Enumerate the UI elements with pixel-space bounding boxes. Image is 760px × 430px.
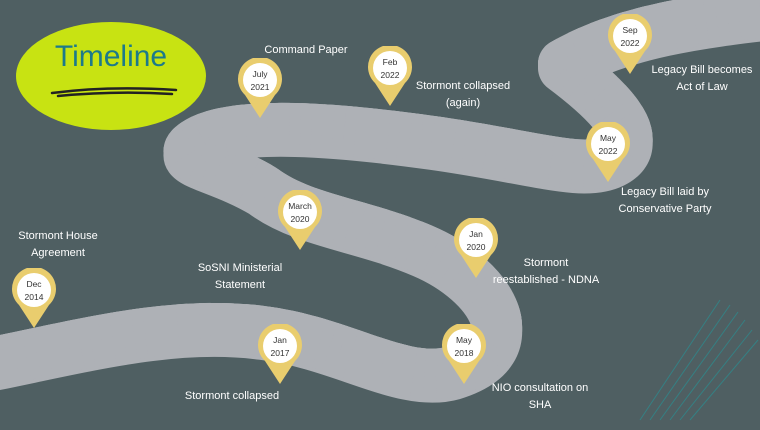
map-pin-icon [454, 218, 498, 278]
label-line: Legacy Bill laid by [620, 186, 710, 198]
milestone-pin-march-2020: March 2020 [276, 190, 324, 252]
milestone-pin-sep-2022: Sep 2022 [606, 14, 654, 76]
pin-month: July [252, 69, 268, 79]
pin-year: 2018 [454, 348, 474, 358]
label-line: (again) [445, 97, 481, 109]
pin-year: 2022 [598, 146, 618, 156]
milestone-pin-jan-2017: Jan 2017 [256, 324, 304, 386]
timeline-title-badge: Timeline [16, 22, 206, 130]
milestone-label-jan-2020: Stormont reestablished - NDNA [488, 255, 604, 289]
milestone-pin-jan-2020: Jan 2020 [452, 218, 500, 280]
milestone-label-may-2022: Legacy Bill laid by Conservative Party [610, 184, 720, 218]
map-pin-icon [368, 46, 412, 106]
label-line: Stormont collapsed [415, 80, 511, 92]
pin-month: Dec [26, 279, 42, 289]
decorative-lines [639, 299, 759, 421]
pin-month: Jan [273, 335, 287, 345]
pin-month: Sep [622, 25, 638, 35]
map-pin-icon [258, 324, 302, 384]
label-line: reestablished - NDNA [492, 274, 600, 286]
milestone-label-sep-2022: Legacy Bill becomes Act of Law [646, 62, 758, 96]
pin-month: Feb [382, 57, 398, 67]
map-pin-icon [12, 268, 56, 328]
label-line: Stormont House [18, 230, 98, 242]
pin-month: May [599, 133, 617, 143]
map-pin-icon [586, 122, 630, 182]
map-pin-icon [608, 14, 652, 74]
label-line: Command Paper [264, 44, 348, 56]
milestone-label-march-2020: SoSNI Ministerial Statement [186, 260, 294, 294]
label-line: SHA [528, 399, 552, 411]
map-pin-icon [278, 190, 322, 250]
milestone-label-july-2021: Command Paper [254, 42, 358, 59]
milestone-pin-feb-2022: Feb 2022 [366, 46, 414, 108]
pin-year: 2022 [620, 38, 640, 48]
underline-swoosh-icon [50, 87, 178, 98]
label-line: NIO consultation on [491, 382, 589, 394]
pin-year: 2022 [380, 70, 400, 80]
milestone-label-feb-2022: Stormont collapsed (again) [412, 78, 514, 112]
milestone-pin-july-2021: July 2021 [236, 58, 284, 120]
pin-year: 2014 [24, 292, 44, 302]
label-line: Stormont collapsed [184, 390, 280, 402]
page-title: Timeline [54, 40, 168, 73]
label-line: SoSNI Ministerial [197, 262, 283, 274]
map-pin-icon [442, 324, 486, 384]
milestone-label-may-2018: NIO consultation on SHA [482, 380, 598, 414]
label-line: Stormont [523, 257, 569, 269]
pin-year: 2017 [270, 348, 290, 358]
pin-month: March [288, 201, 312, 211]
label-line: Legacy Bill becomes [651, 64, 753, 76]
pin-month: May [455, 335, 473, 345]
label-line: Act of Law [676, 81, 728, 93]
pin-year: 2020 [466, 242, 486, 252]
label-line: Conservative Party [618, 203, 712, 215]
milestone-label-jan-2017: Stormont collapsed [180, 388, 284, 405]
pin-year: 2020 [290, 214, 310, 224]
milestone-label-dec-2014: Stormont House Agreement [6, 228, 110, 262]
milestone-pin-may-2018: May 2018 [440, 324, 488, 386]
pin-year: 2021 [250, 82, 270, 92]
milestone-pin-may-2022: May 2022 [584, 122, 632, 184]
label-line: Statement [214, 279, 266, 291]
map-pin-icon [238, 58, 282, 118]
pin-month: Jan [469, 229, 483, 239]
milestone-pin-dec-2014: Dec 2014 [10, 268, 58, 330]
label-line: Agreement [31, 247, 85, 259]
